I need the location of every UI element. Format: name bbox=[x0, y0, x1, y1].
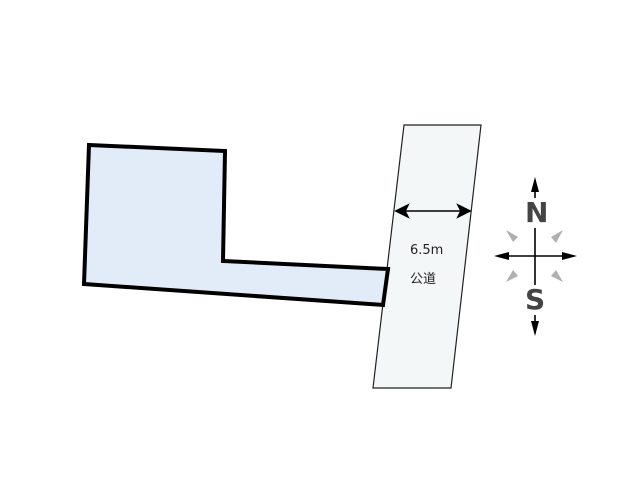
road-type-label: 公道 bbox=[410, 272, 437, 287]
road-width-arrow bbox=[394, 203, 472, 219]
land-plot bbox=[81, 142, 391, 308]
compass-south-label: S bbox=[525, 283, 546, 316]
road-width-label: 6.5m bbox=[410, 243, 444, 258]
compass-north-label: N bbox=[525, 196, 549, 229]
